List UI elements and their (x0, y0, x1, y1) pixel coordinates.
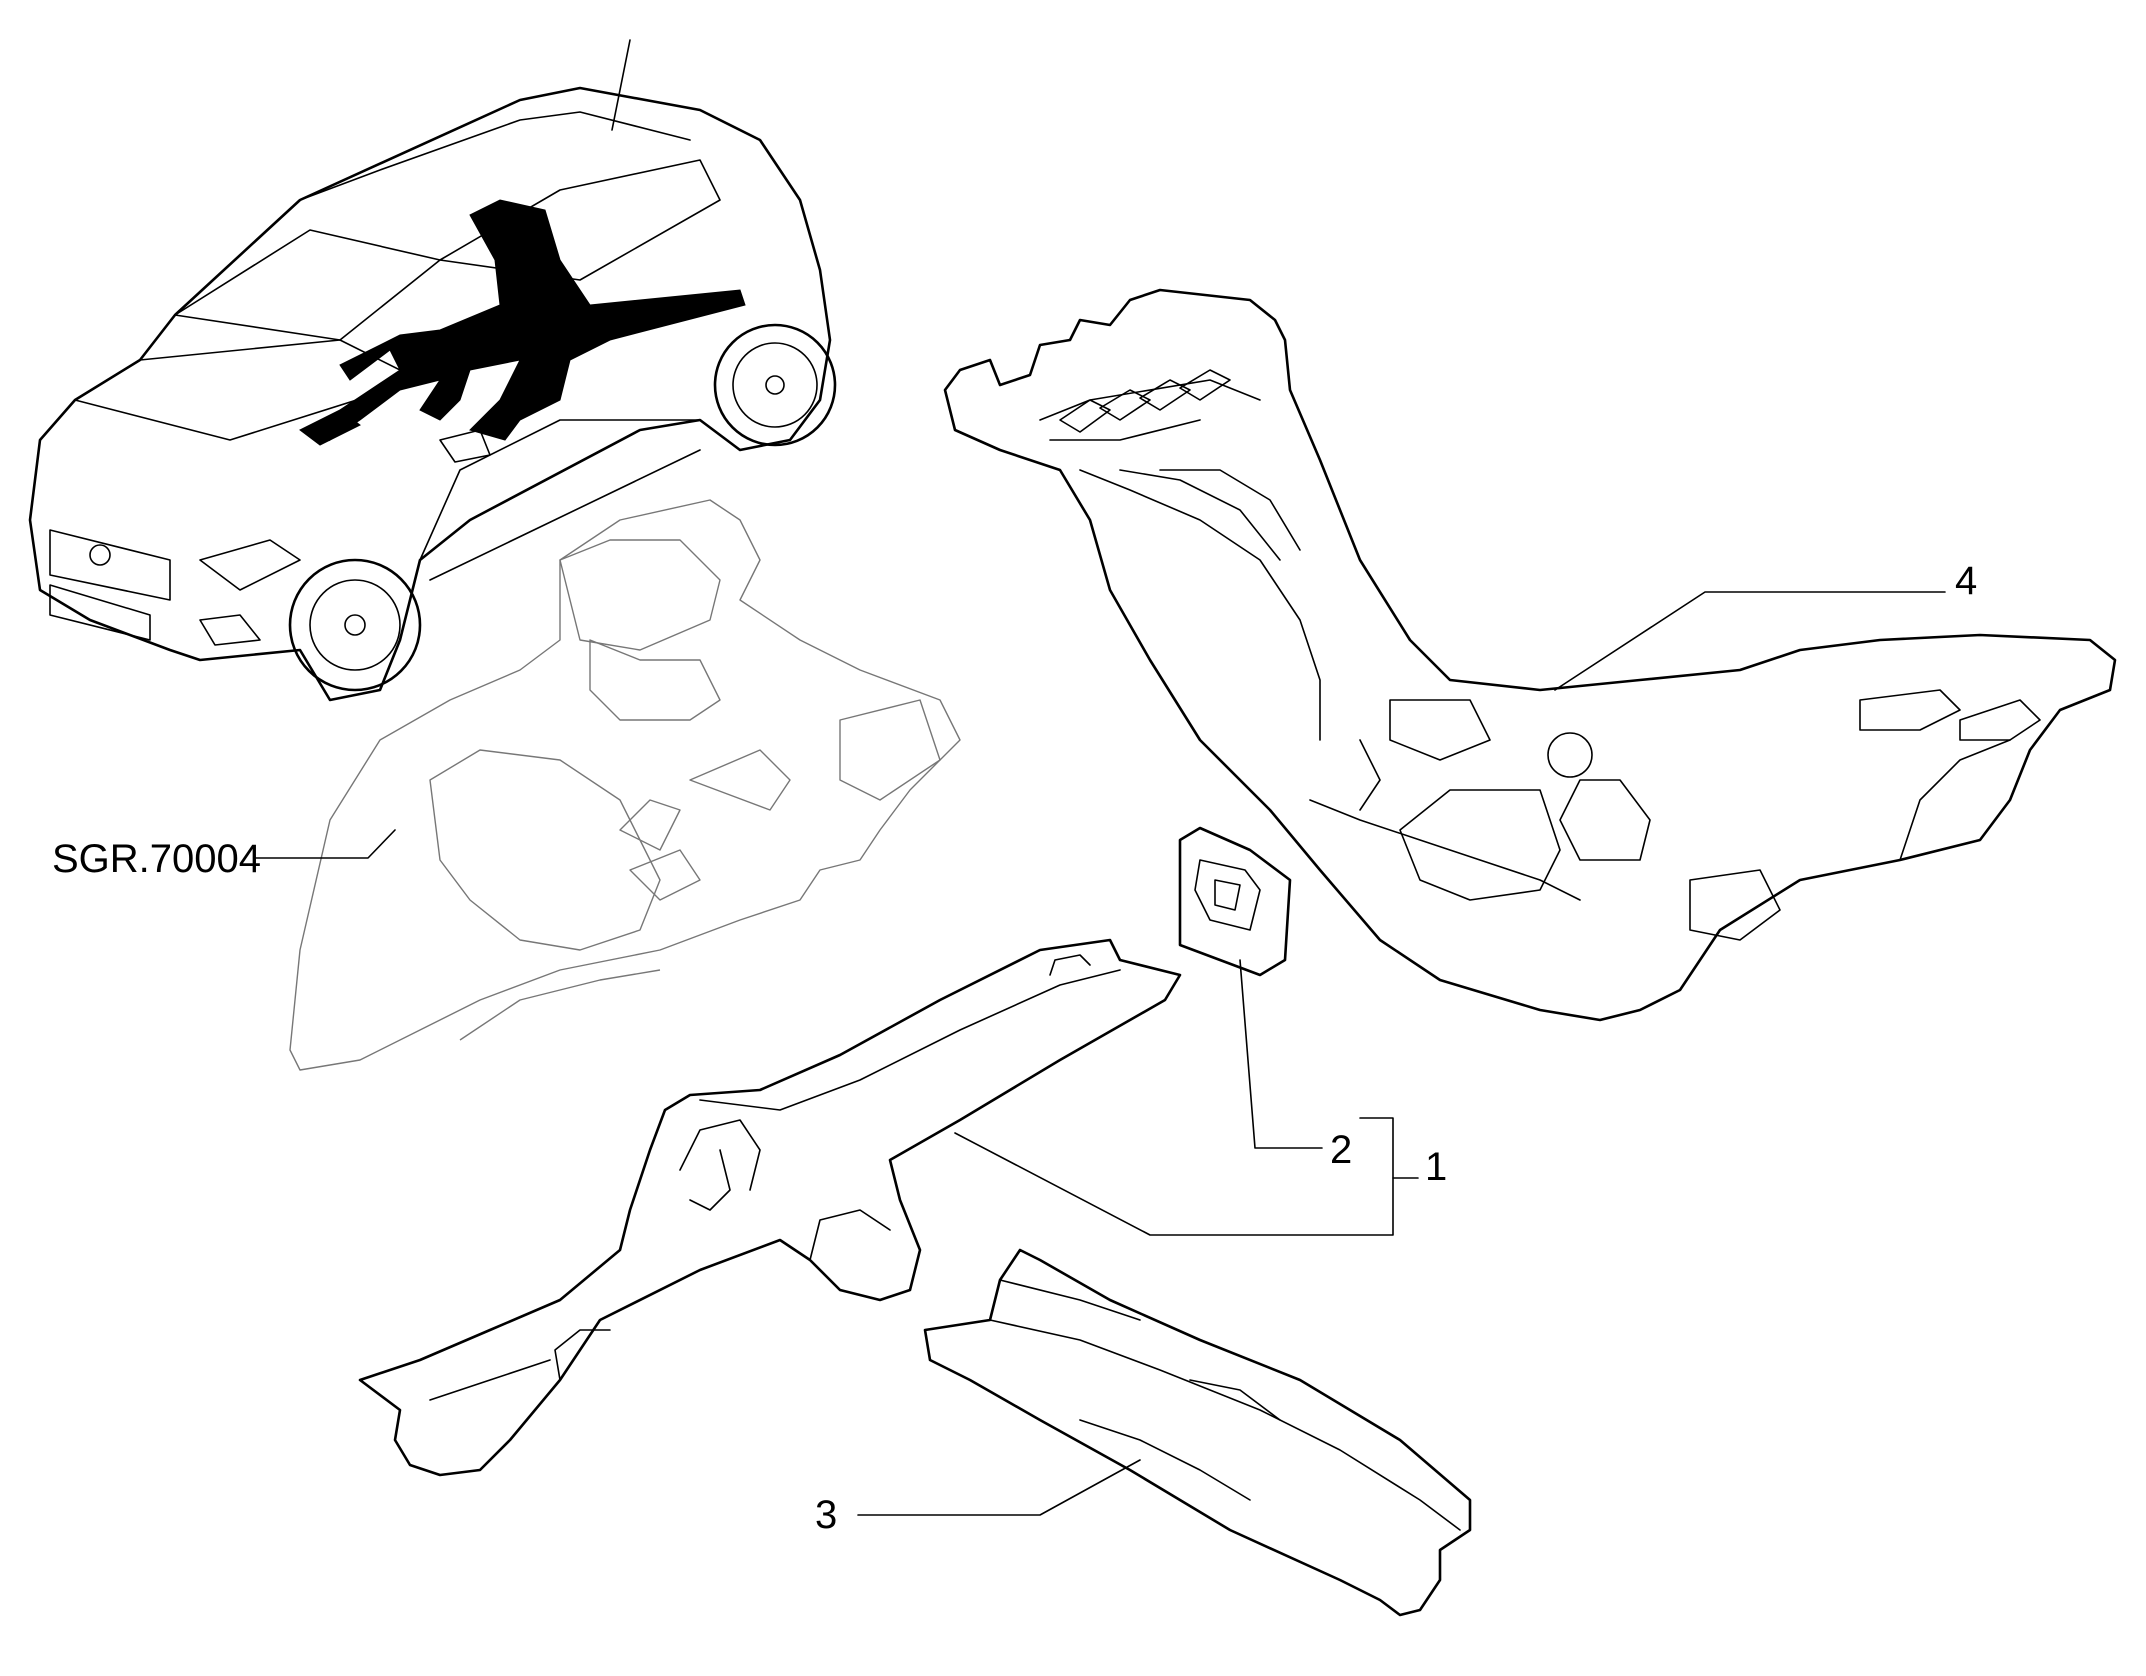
car-overview-illustration (28, 39, 837, 702)
leader-lines (254, 591, 1946, 1516)
highlighted-floor-frame (299, 199, 746, 446)
leader-2 (1239, 959, 1323, 1149)
leader-ref (254, 829, 396, 859)
leader-4 (1554, 591, 1946, 691)
leader-3 (857, 1459, 1141, 1516)
callout-2: 2 (1330, 1128, 1352, 1172)
part-2-bracket (1178, 826, 1292, 977)
reference-rear-body-ghost (289, 499, 961, 1071)
part-3-side-sill (923, 1248, 1472, 1617)
callout-3: 3 (815, 1493, 837, 1537)
reference-label: SGR.70004 (52, 837, 261, 881)
leader-1 (954, 1117, 1394, 1236)
callout-4: 4 (1955, 559, 1977, 603)
part-4-floor-pan (943, 288, 2117, 1022)
part-1-main-rail (358, 938, 1182, 1477)
callout-1: 1 (1425, 1145, 1447, 1189)
